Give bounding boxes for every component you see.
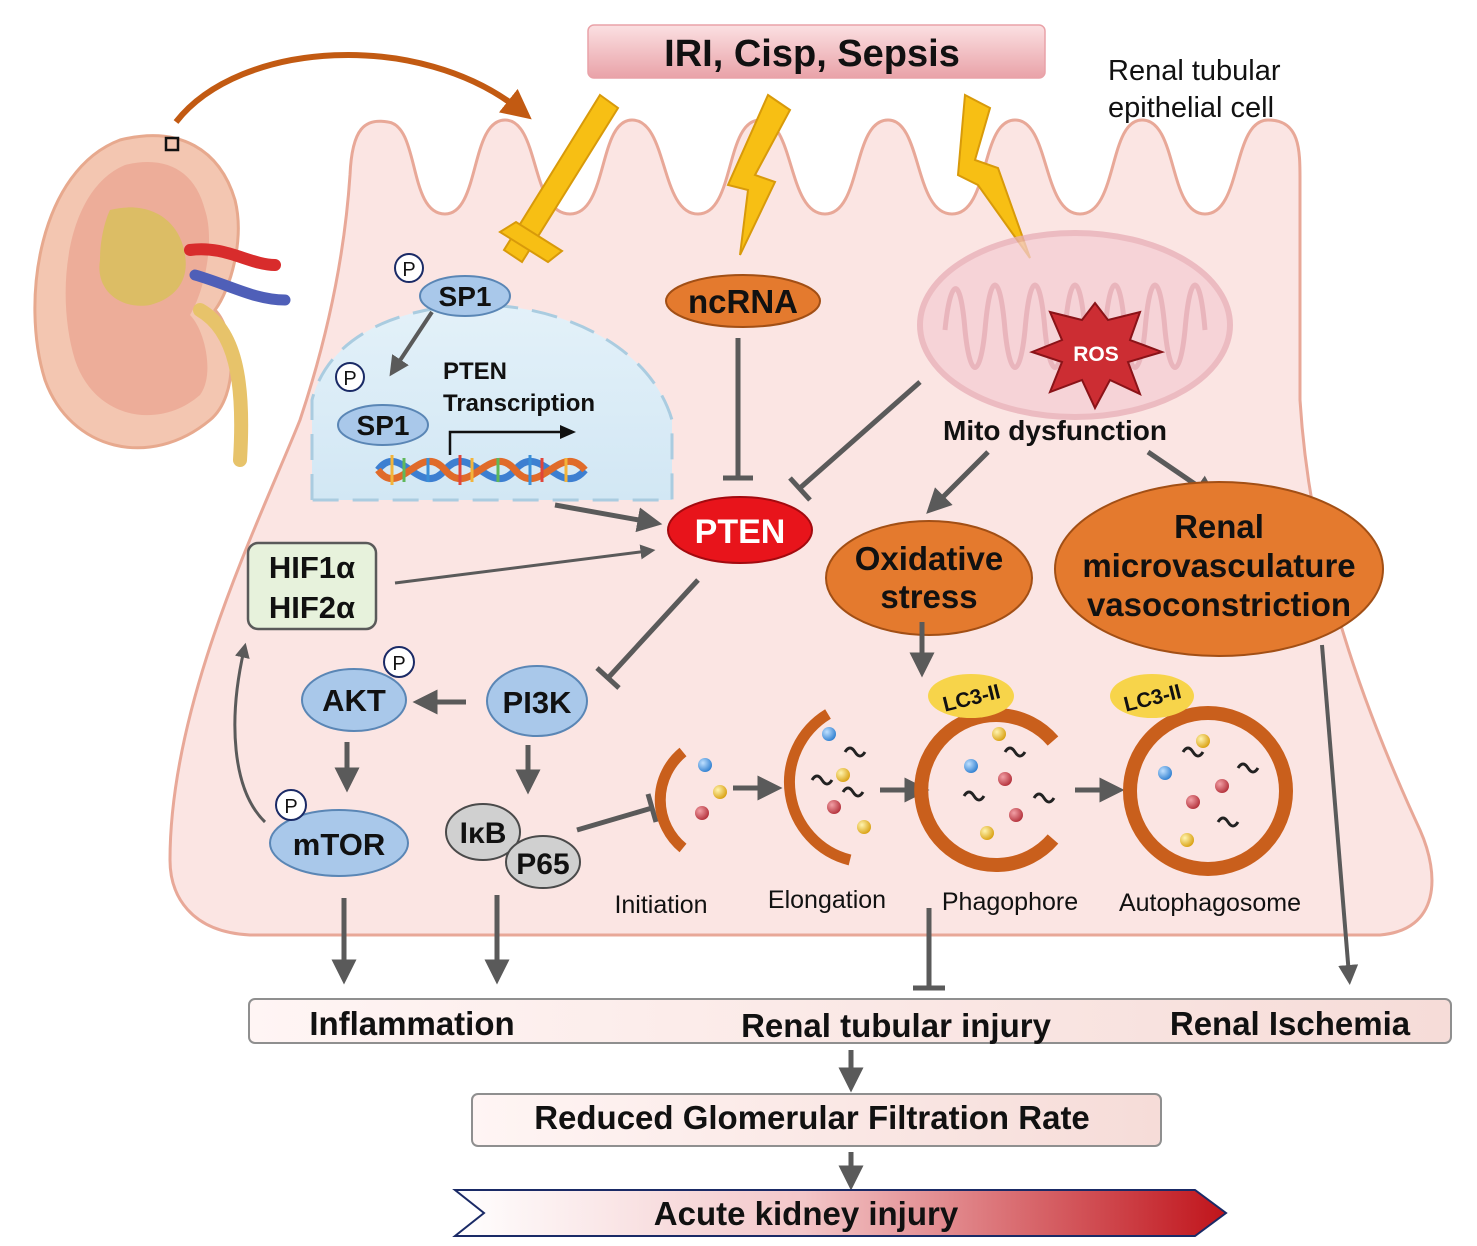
stage-phagophore-label: Phagophore — [942, 888, 1078, 916]
arrow-renal-ischemia — [1320, 644, 1359, 985]
ncrna-label: ncRNA — [688, 283, 798, 320]
inhibit-pten-pi3k — [606, 578, 700, 680]
mito-dysfunction-label: Mito dysfunction — [943, 415, 1167, 446]
dna-helix-icon — [375, 455, 588, 485]
autophagy-initiation — [654, 747, 727, 853]
akt-label: AKT — [322, 683, 386, 718]
hif2-label: HIF2α — [269, 590, 355, 625]
inhibit-bar-icon — [498, 93, 620, 264]
ncrna-node — [665, 274, 821, 328]
sp1-label: SP1 — [439, 281, 492, 312]
sp1-nuclear-node — [337, 404, 429, 446]
renal-vasoconstriction-node — [1054, 481, 1384, 657]
transcription-label-line2: Transcription — [443, 390, 595, 417]
phospho-label: P — [343, 368, 356, 390]
lc3-badge — [1110, 674, 1194, 718]
inhibit-nfkb-initiation — [576, 805, 653, 833]
akt-node — [301, 668, 407, 732]
arrow-mtor-hif — [233, 642, 267, 824]
inflammation-label: Inflammation — [309, 1005, 514, 1042]
stage-initiation-label: Initiation — [614, 891, 707, 919]
stage-autophagosome-label: Autophagosome — [1119, 889, 1301, 917]
phospho-label: P — [402, 259, 415, 281]
inhibit-mito-pten — [798, 380, 922, 490]
ikb-node — [445, 803, 521, 861]
phospho-badge — [275, 789, 307, 821]
autophagy-autophagosome — [1123, 706, 1293, 876]
triggers-label: IRI, Cisp, Sepsis — [664, 33, 960, 75]
cell-label-line1: Renal tubular — [1108, 55, 1281, 87]
ikb-label: IκB — [460, 817, 507, 850]
lc3-badge — [928, 674, 1014, 718]
ros-label: ROS — [1073, 343, 1119, 366]
mtor-label: mTOR — [293, 827, 385, 862]
cell-label-line2: epithelial cell — [1108, 92, 1274, 124]
renal-label-line2: microvasculature — [1082, 547, 1355, 584]
nucleus — [310, 303, 674, 502]
transcription-label-line1: PTEN — [443, 358, 507, 385]
autophagy-elongation — [784, 709, 871, 866]
pi3k-node — [486, 665, 588, 737]
gfr-label: Reduced Glomerular Filtration Rate — [534, 1099, 1090, 1136]
renal-label-line1: Renal — [1174, 508, 1264, 545]
ischemia-label: Renal Ischemia — [1170, 1005, 1411, 1042]
p65-label: P65 — [516, 848, 569, 881]
transcription-arrow — [448, 430, 560, 455]
hif-box — [246, 541, 378, 631]
oxidative-stress-node — [825, 520, 1033, 636]
autophagy-phagophore — [914, 708, 1059, 872]
p65-node — [505, 835, 581, 889]
gfr-box — [471, 1093, 1162, 1147]
phospho-badge — [394, 253, 424, 283]
lightning-bolt-icon — [956, 93, 1031, 259]
sp1-nuclear-label: SP1 — [357, 410, 410, 441]
phospho-badge — [383, 646, 415, 678]
kidney-illustration — [33, 51, 532, 467]
oxidative-label-line1: Oxidative — [855, 540, 1004, 577]
sp1-node — [419, 275, 511, 317]
aki-label: Acute kidney injury — [654, 1195, 959, 1232]
ros-burst-icon — [1029, 301, 1166, 411]
pten-node — [667, 496, 813, 564]
arrow-nucleus-pten — [554, 502, 663, 533]
phospho-label: P — [392, 653, 405, 675]
outcomes-box — [248, 998, 1452, 1044]
arrow-hif-pten — [394, 544, 656, 585]
triggers-banner — [587, 24, 1046, 79]
pi3k-label: PI3K — [503, 685, 573, 720]
tubular-injury-label: Renal tubular injury — [741, 1007, 1052, 1044]
aki-banner — [452, 1189, 1228, 1237]
renal-label-line3: vasoconstriction — [1087, 586, 1351, 623]
oxidative-label-line2: stress — [880, 578, 977, 615]
phospho-badge — [335, 362, 365, 392]
phospho-label: P — [284, 796, 297, 818]
hif1-label: HIF1α — [269, 550, 355, 585]
arrow-mito-oxidative — [926, 450, 990, 514]
arrow-sp1-nucleus — [389, 310, 434, 377]
mtor-node — [269, 809, 409, 877]
lightning-bolt-icon — [726, 93, 792, 256]
pten-label: PTEN — [695, 513, 786, 551]
stage-elongation-label: Elongation — [768, 886, 886, 914]
